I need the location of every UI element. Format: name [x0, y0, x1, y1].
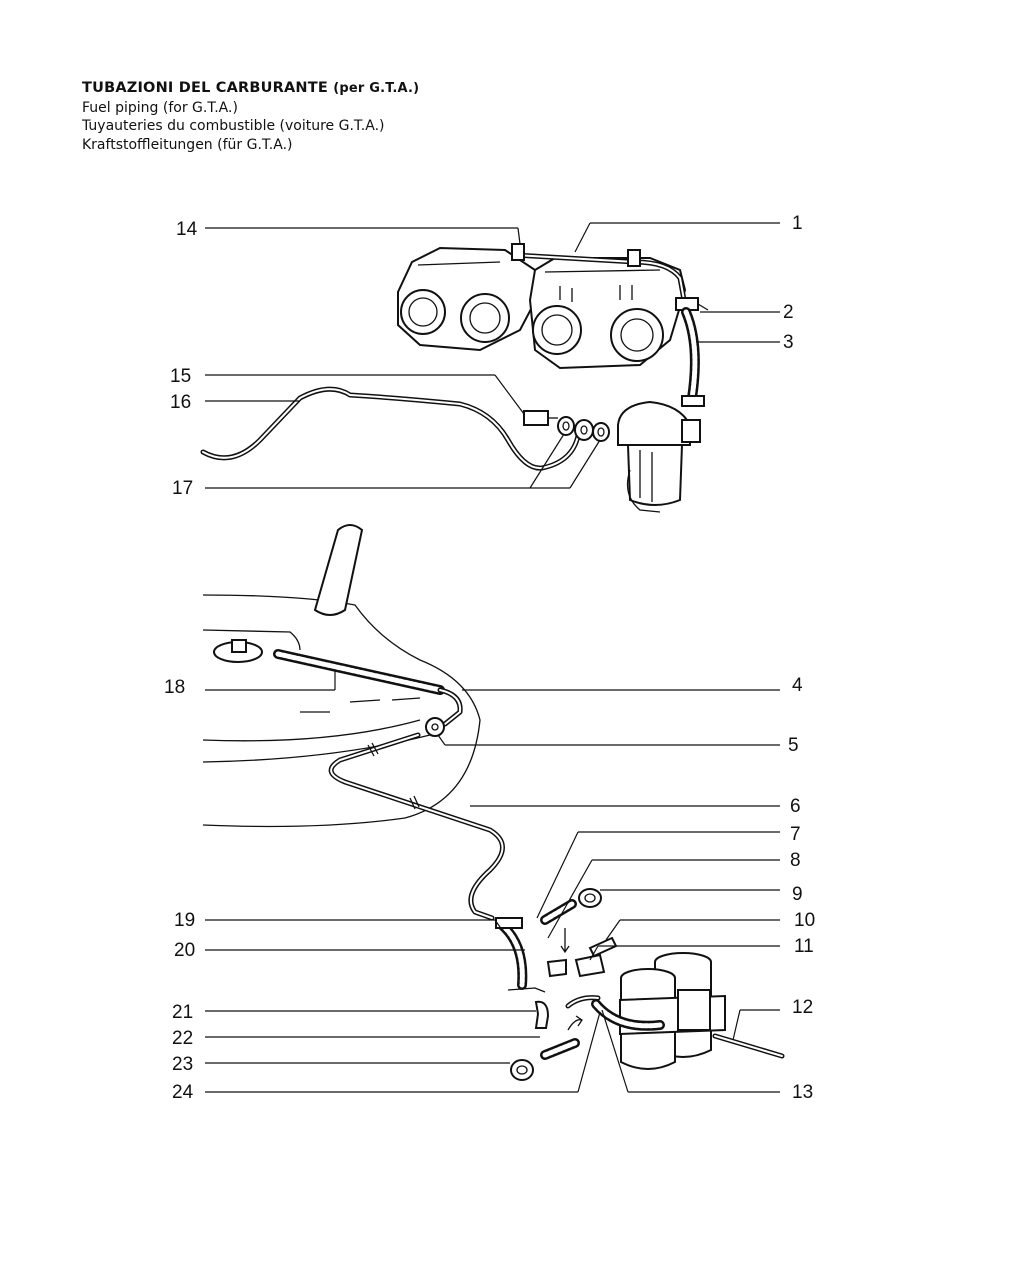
callout-12: 12 [792, 997, 813, 1018]
callout-21: 21 [172, 1002, 193, 1023]
callout-4: 4 [792, 675, 803, 696]
callout-22: 22 [172, 1028, 193, 1049]
callout-24: 24 [172, 1082, 194, 1103]
pump-connection-parts [495, 888, 618, 1081]
title-german: Kraftstoffleitungen (für G.T.A.) [82, 136, 293, 153]
leader-lines [205, 222, 780, 1093]
callout-13: 13 [792, 1082, 813, 1103]
callout-1: 1 [792, 213, 803, 234]
callout-20: 20 [174, 940, 195, 961]
title-italian: TUBAZIONI DEL CARBURANTE (per G.T.A.) [82, 79, 419, 99]
tank-vent-and-outlet [273, 649, 505, 921]
title-french: Tuyauteries du combustible (voiture G.T.… [82, 118, 385, 134]
callout-5: 5 [788, 735, 799, 756]
callout-3: 3 [783, 332, 794, 353]
callout-23: 23 [172, 1054, 193, 1075]
title-italian-main: TUBAZIONI DEL CARBURANTE [82, 80, 328, 96]
title-block: TUBAZIONI DEL CARBURANTE (per G.T.A.) Fu… [82, 79, 419, 154]
callout-7: 7 [790, 824, 801, 845]
callout-15: 15 [170, 366, 191, 387]
callout-18: 18 [164, 677, 185, 698]
callout-9: 9 [792, 884, 803, 905]
fuel-tank [202, 524, 481, 828]
callout-10: 10 [794, 910, 815, 931]
fuel-filter [617, 400, 701, 513]
callout-16: 16 [170, 392, 191, 413]
title-english: Fuel piping (for G.T.A.) [82, 99, 238, 116]
callout-8: 8 [790, 850, 801, 871]
callout-6: 6 [790, 796, 801, 817]
callout-2: 2 [783, 302, 794, 323]
callout-17: 17 [172, 478, 193, 499]
electric-fuel-pumps [565, 952, 785, 1070]
callout-14: 14 [176, 219, 198, 240]
title-italian-suffix: (per G.T.A.) [333, 81, 420, 96]
callout-numbers: 1 2 3 4 5 6 7 8 9 10 11 12 13 14 15 16 1… [164, 213, 815, 1103]
callout-19: 19 [174, 910, 195, 931]
carburettor-assembly [397, 243, 709, 407]
callout-11: 11 [794, 936, 814, 957]
